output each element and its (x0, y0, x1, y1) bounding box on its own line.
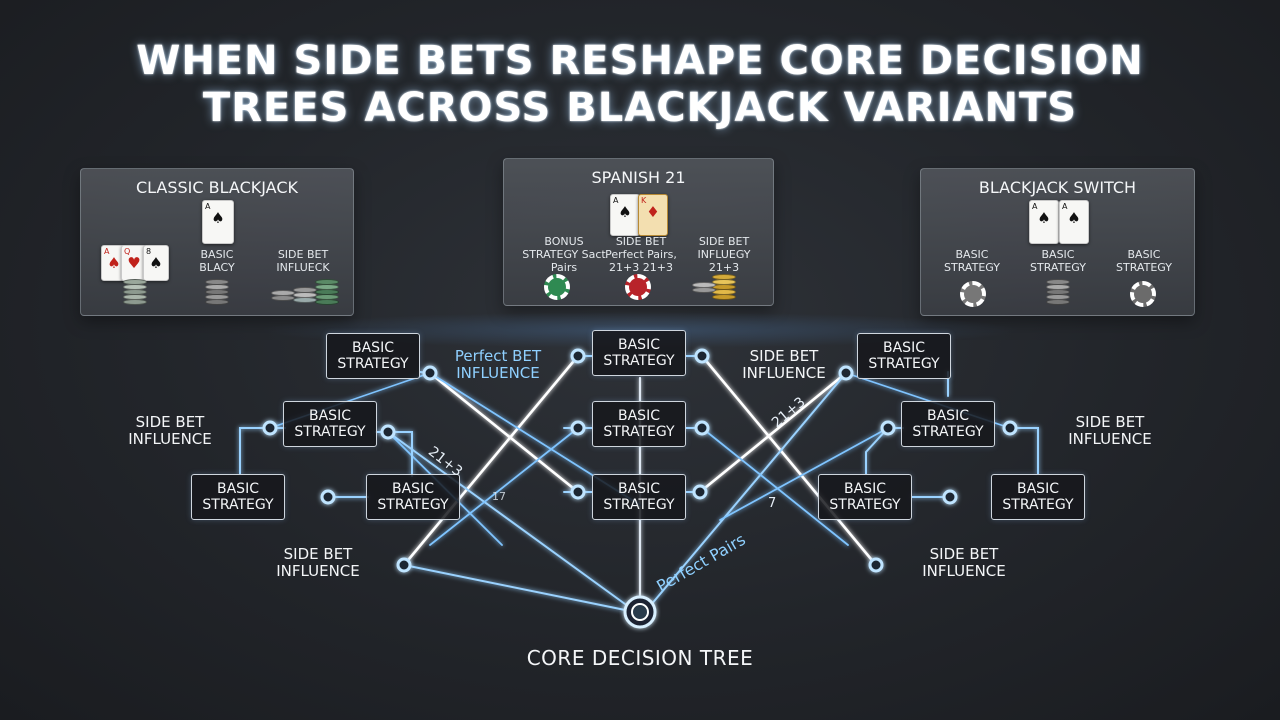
panel-title: BLACKJACK SWITCH (978, 178, 1137, 197)
variant-label: BASIC BLACY (199, 248, 235, 274)
card-icon: A♠ (202, 200, 234, 244)
chip-stack-icon (692, 279, 716, 299)
card-icon: K♦ (638, 194, 668, 236)
chip-stack-icon (315, 275, 339, 307)
variant-label: BASIC STRATEGY (944, 248, 1000, 274)
chip-stack-icon (205, 279, 229, 309)
title: WHEN SIDE BETS RESHAPE CORE DECISION TRE… (0, 38, 1280, 132)
chip-icon (1130, 281, 1156, 307)
strategy-node: BASIC STRATEGY (283, 401, 377, 447)
edge-label-17: 17 (492, 490, 506, 503)
panel-blackjack-switch: BLACKJACK SWITCH A♠ A♠ BASIC STRATEGY BA… (920, 168, 1195, 316)
strategy-node: BASIC STRATEGY (326, 333, 420, 379)
card-icon: A♠ (1029, 200, 1059, 244)
side-bet-influence-label: SIDE BET INFLUENCE (742, 347, 826, 382)
panel-title: SPANISH 21 (591, 168, 686, 187)
title-line-1: WHEN SIDE BETS RESHAPE CORE DECISION (136, 38, 1144, 84)
variant-label: BASIC STRATEGY (1030, 248, 1086, 274)
side-bet-influence-label: SIDE BET INFLUENCE (128, 413, 212, 448)
card-icon: A♠ (1059, 200, 1089, 244)
strategy-node: BASIC STRATEGY (592, 330, 686, 376)
variant-label: SIDE BET INFLUEGY 21+3 (697, 235, 751, 274)
strategy-node: BASIC STRATEGY (191, 474, 285, 520)
perfect-bet-influence-label: Perfect BET INFLUENCE (454, 347, 542, 382)
card-icon: Q♥ (121, 245, 147, 281)
side-bet-influence-label: SIDE BET INFLUENCE (276, 545, 360, 580)
strategy-node: BASIC STRATEGY (857, 333, 951, 379)
edge-label-7: 7 (768, 496, 777, 511)
strategy-node: BASIC STRATEGY (991, 474, 1085, 520)
variant-label: SIDE BET Perfect Pairs, 21+3 21+3 (605, 235, 677, 274)
strategy-node: BASIC STRATEGY (592, 474, 686, 520)
strategy-node: BASIC STRATEGY (818, 474, 912, 520)
side-bet-influence-label: SIDE BET INFLUENCE (922, 545, 1006, 580)
chip-icon (960, 281, 986, 307)
chip-stack-icon (123, 279, 147, 309)
panel-classic-blackjack: CLASSIC BLACKJACK A♠ A♠ Q♥ 8♠ BASIC BLAC… (80, 168, 354, 316)
strategy-node: BASIC STRATEGY (366, 474, 460, 520)
panel-spanish-21: SPANISH 21 A♠ K♦ BONUS STRATEGY Sact Pai… (503, 158, 774, 306)
title-line-2: TREES ACROSS BLACKJACK VARIANTS (202, 85, 1078, 131)
core-decision-tree-label: CORE DECISION TREE (526, 646, 754, 670)
strategy-node: BASIC STRATEGY (901, 401, 995, 447)
panel-title: CLASSIC BLACKJACK (135, 178, 299, 197)
side-bet-influence-label: SIDE BET INFLUENCE (1068, 413, 1152, 448)
variant-label: BASIC STRATEGY (1116, 248, 1172, 274)
strategy-node: BASIC STRATEGY (592, 401, 686, 447)
chip-stack-icon (712, 274, 736, 302)
card-icon: A♠ (610, 194, 640, 236)
core-root-node (623, 595, 657, 629)
variant-label: BONUS STRATEGY Sact Pairs (522, 235, 606, 274)
variant-label: SIDE BET INFLUECK (276, 248, 330, 274)
chip-icon (544, 274, 570, 300)
card-icon: 8♠ (143, 245, 169, 281)
chip-icon (625, 274, 651, 300)
chip-stack-icon (1046, 279, 1070, 309)
